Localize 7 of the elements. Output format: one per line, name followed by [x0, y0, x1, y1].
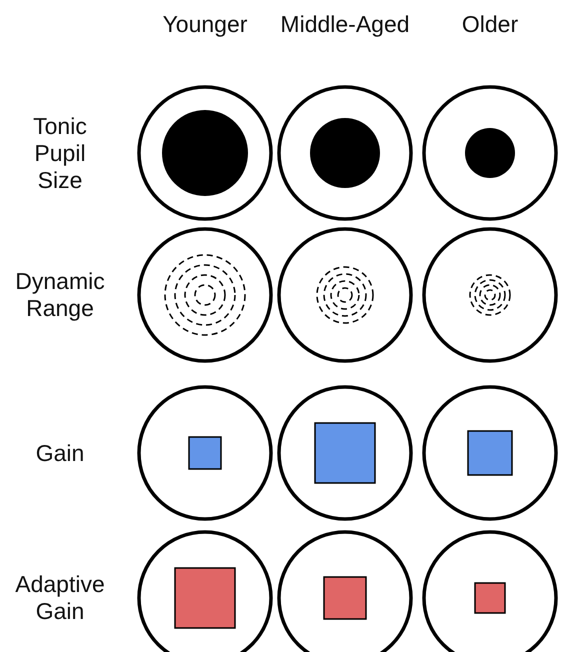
- heading: Younger: [162, 10, 248, 38]
- heading: Middle-Aged: [279, 10, 411, 38]
- heading: Dynamic Range: [14, 268, 106, 322]
- heading: Gain: [34, 440, 86, 466]
- heading: Older: [460, 10, 520, 38]
- heading: Adaptive Gain: [14, 571, 106, 625]
- heading: Tonic Pupil Size: [32, 112, 88, 194]
